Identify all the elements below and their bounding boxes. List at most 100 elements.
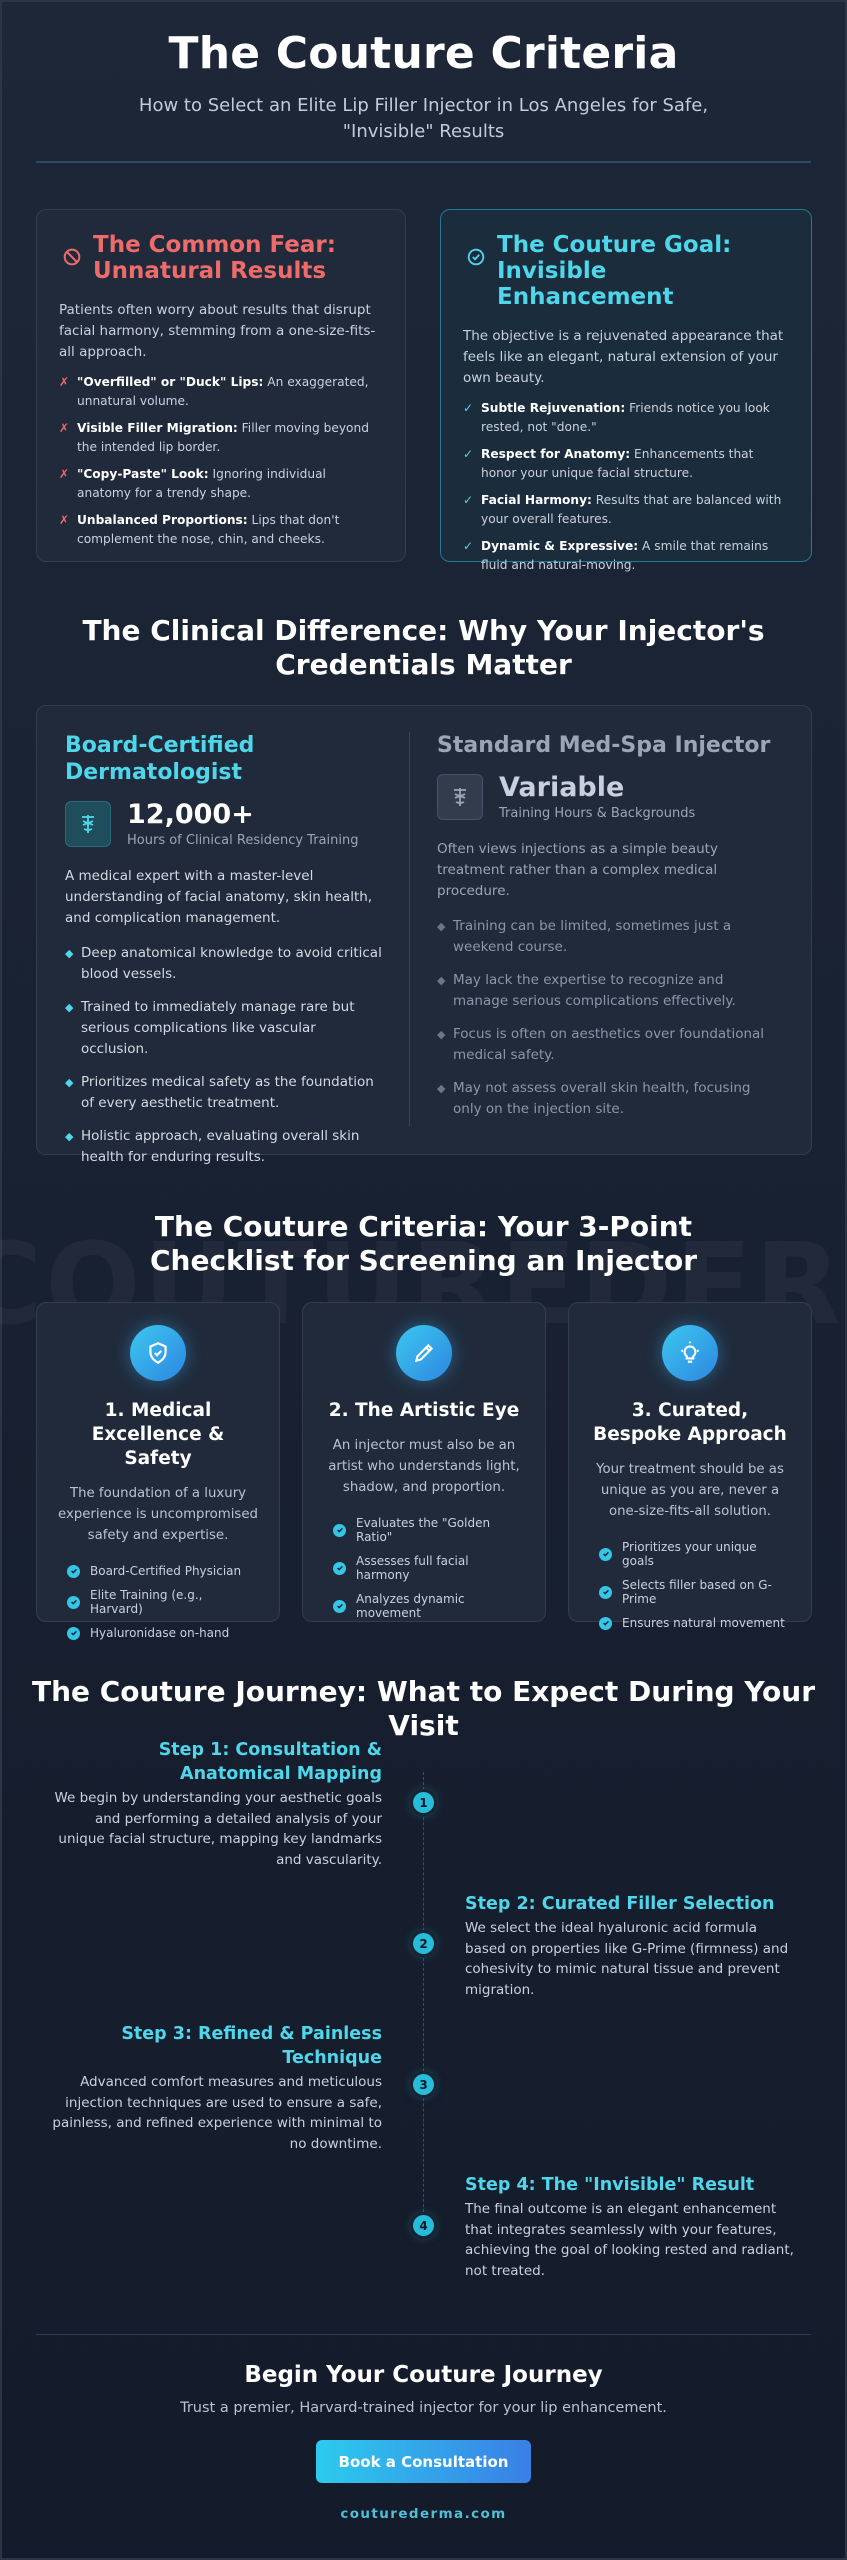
fear-item: ✗Visible Filler Migration: Filler moving…: [59, 419, 383, 456]
list-item: Board-Certified Physician: [67, 1564, 259, 1578]
step-text: Advanced comfort measures and meticulous…: [52, 2074, 382, 2152]
list-item: ◆Holistic approach, evaluating overall s…: [65, 1126, 385, 1168]
med-spa-stat: Variable Training Hours & Backgrounds: [437, 773, 777, 821]
list-item: ◆Training can be limited, sometimes just…: [437, 916, 777, 958]
list-item: Assesses full facial harmony: [333, 1554, 525, 1582]
checklist-card-bespoke: 3. Curated, Bespoke Approach Your treatm…: [568, 1302, 812, 1630]
page-title: The Couture Criteria: [168, 28, 679, 79]
check-circle-icon: [333, 1561, 346, 1575]
diamond-icon: ◆: [437, 1028, 446, 1041]
list-item: ◆Prioritizes medical safety as the found…: [65, 1072, 385, 1114]
page-subtitle: How to Select an Elite Lip Filler Inject…: [138, 95, 709, 142]
goal-intro: The objective is a rejuvenated appearanc…: [463, 328, 784, 386]
book-consultation-button[interactable]: Book a Consultation: [316, 2440, 531, 2483]
diamond-icon: ◆: [65, 947, 74, 960]
diamond-icon: ◆: [65, 1001, 74, 1014]
journey-section-title: The Couture Journey: What to Expect Duri…: [31, 1675, 816, 1742]
list-item: Ensures natural movement: [599, 1616, 791, 1630]
check-circle-icon: [467, 248, 485, 266]
list-item: ◆Focus is often on aesthetics over found…: [437, 1024, 777, 1066]
goal-title: The Couture Goal: Invisible Enhancement: [497, 232, 732, 310]
hero-divider: [36, 161, 811, 163]
common-fear-card: The Common Fear: Unnatural Results Patie…: [36, 209, 406, 562]
med-spa-stat-value: Variable: [499, 772, 625, 803]
fear-item: ✗Unbalanced Proportions: Lips that don't…: [59, 511, 383, 548]
step-title: Step 1: Consultation & Anatomical Mappin…: [158, 1740, 382, 1784]
check-circle-icon: [599, 1616, 612, 1630]
x-icon: ✗: [59, 421, 70, 435]
goal-item: ✓Dynamic & Expressive: A smile that rema…: [463, 537, 789, 574]
checklist-items: Prioritizes your unique goals Selects fi…: [589, 1540, 791, 1630]
step-text: The final outcome is an elegant enhancem…: [465, 2201, 794, 2279]
journey-step-1: Step 1: Consultation & Anatomical Mappin…: [52, 1738, 382, 1870]
check-icon: ✓: [463, 401, 474, 415]
goal-item: ✓Facial Harmony: Results that are balanc…: [463, 491, 789, 528]
website-link[interactable]: couturederma.com: [340, 2506, 507, 2522]
med-spa-description: Often views injections as a simple beaut…: [437, 841, 718, 899]
dermatologist-heading: Board-Certified Dermatologist: [65, 733, 255, 785]
journey-step-4: Step 4: The "Invisible" Result The final…: [465, 2173, 795, 2281]
check-circle-icon: [67, 1595, 80, 1609]
fear-item: ✗"Overfilled" or "Duck" Lips: An exagger…: [59, 373, 383, 410]
dermatologist-stat-value: 12,000+: [127, 799, 254, 830]
checklist-card-title: 1. Medical Excellence & Safety: [91, 1400, 225, 1469]
timeline-node-2: 2: [413, 1933, 434, 1954]
dermatologist-description: A medical expert with a master-level und…: [65, 868, 373, 926]
fear-item: ✗"Copy-Paste" Look: Ignoring individual …: [59, 465, 383, 502]
journey-step-3: Step 3: Refined & Painless Technique Adv…: [52, 2022, 382, 2154]
diamond-icon: ◆: [437, 920, 446, 933]
check-icon: ✓: [463, 493, 474, 507]
cta-divider: [36, 2334, 811, 2335]
check-circle-icon: [599, 1585, 612, 1599]
lightbulb-icon: [662, 1325, 718, 1381]
med-spa-list: ◆Training can be limited, sometimes just…: [437, 916, 777, 1120]
check-circle-icon: [67, 1564, 80, 1578]
goal-item: ✓Subtle Rejuvenation: Friends notice you…: [463, 399, 789, 436]
list-item: Prioritizes your unique goals: [599, 1540, 791, 1568]
step-text: We begin by understanding your aesthetic…: [54, 1790, 382, 1868]
fear-list: ✗"Overfilled" or "Duck" Lips: An exagger…: [59, 373, 383, 548]
checklist-items: Evaluates the "Golden Ratio" Assesses fu…: [323, 1516, 525, 1620]
check-icon: ✓: [463, 539, 474, 553]
dermatologist-column: Board-Certified Dermatologist 12,000+ Ho…: [65, 732, 385, 1180]
timeline-line: [423, 1772, 424, 2232]
cta-title: Begin Your Couture Journey: [244, 2362, 603, 2388]
fear-intro: Patients often worry about results that …: [59, 302, 376, 360]
checklist-card-description: The foundation of a luxury experience is…: [58, 1486, 258, 1543]
check-circle-icon: [599, 1547, 612, 1561]
checklist-section-title: The Couture Criteria: Your 3-Point Check…: [149, 1210, 697, 1277]
list-item: ◆May not assess overall skin health, foc…: [437, 1078, 777, 1120]
caduceus-icon: [437, 774, 483, 820]
shield-check-icon: [130, 1325, 186, 1381]
step-title: Step 3: Refined & Painless Technique: [121, 2024, 382, 2068]
goal-list: ✓Subtle Rejuvenation: Friends notice you…: [463, 399, 789, 574]
med-spa-heading: Standard Med-Spa Injector: [437, 733, 771, 758]
checklist-card-description: An injector must also be an artist who u…: [328, 1438, 520, 1495]
pencil-icon: [396, 1325, 452, 1381]
checklist-items: Board-Certified Physician Elite Training…: [57, 1564, 259, 1640]
journey-step-2: Step 2: Curated Filler Selection We sele…: [465, 1892, 795, 2000]
timeline-node-4: 4: [413, 2215, 434, 2236]
check-icon: ✓: [463, 447, 474, 461]
timeline-node-3: 3: [413, 2074, 434, 2095]
clinical-section-title: The Clinical Difference: Why Your Inject…: [82, 614, 765, 681]
checklist-card-medical: 1. Medical Excellence & Safety The found…: [36, 1302, 280, 1640]
step-text: We select the ideal hyaluronic acid form…: [465, 1920, 789, 1998]
list-item: Selects filler based on G-Prime: [599, 1578, 791, 1606]
med-spa-stat-label: Training Hours & Backgrounds: [499, 806, 696, 821]
list-item: Analyzes dynamic movement: [333, 1592, 525, 1620]
x-icon: ✗: [59, 467, 70, 481]
dermatologist-list: ◆Deep anatomical knowledge to avoid crit…: [65, 943, 385, 1168]
prohibited-icon: [63, 248, 81, 266]
goal-item: ✓Respect for Anatomy: Enhancements that …: [463, 445, 789, 482]
step-title: Step 4: The "Invisible" Result: [465, 2175, 755, 2195]
list-item: Elite Training (e.g., Harvard): [67, 1588, 259, 1616]
caduceus-icon: [65, 801, 111, 847]
checklist-card-title: 2. The Artistic Eye: [328, 1400, 520, 1421]
diamond-icon: ◆: [65, 1076, 74, 1089]
med-spa-column: Standard Med-Spa Injector Variable Train…: [437, 732, 777, 1132]
list-item: ◆Trained to immediately manage rare but …: [65, 997, 385, 1060]
diamond-icon: ◆: [437, 1082, 446, 1095]
checklist-card-artistic: 2. The Artistic Eye An injector must als…: [302, 1302, 546, 1622]
x-icon: ✗: [59, 513, 70, 527]
